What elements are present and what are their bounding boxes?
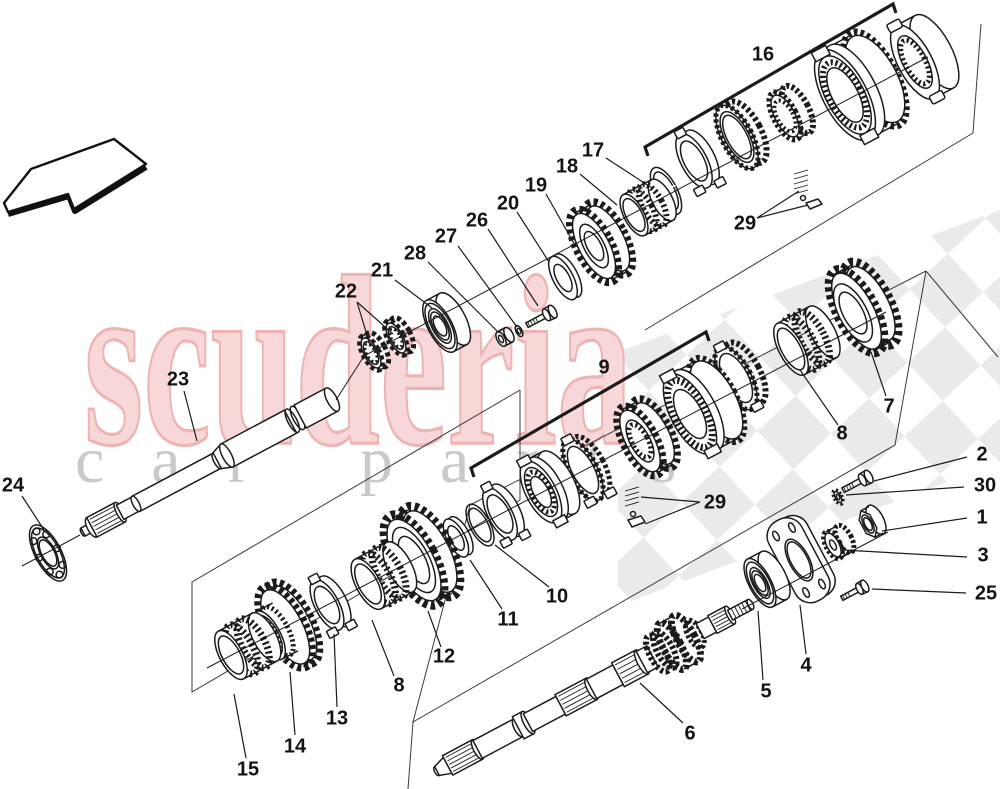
leader-line-20 bbox=[516, 211, 550, 263]
callout-label-29: 29 bbox=[703, 491, 727, 514]
callout-label-6: 6 bbox=[684, 722, 696, 745]
callout-label-12: 12 bbox=[432, 645, 456, 668]
leader-line-7 bbox=[870, 351, 887, 397]
callout-label-2: 2 bbox=[976, 443, 988, 466]
callout-label-19: 19 bbox=[524, 174, 548, 197]
leader-line-8 bbox=[799, 369, 839, 426]
callout-label-28: 28 bbox=[403, 242, 427, 265]
leader-line-8 bbox=[371, 619, 395, 677]
part-30-serrated-washer bbox=[831, 488, 845, 506]
callout-label-29: 29 bbox=[733, 212, 757, 235]
leader-line-29 bbox=[756, 190, 800, 219]
part-8-needle-bearing-right bbox=[772, 305, 841, 376]
part-29-spring-pin-top bbox=[793, 169, 823, 210]
watermark-brand-text: scuderia bbox=[83, 227, 634, 496]
callout-label-15: 15 bbox=[236, 758, 260, 781]
callout-label-1: 1 bbox=[976, 506, 988, 529]
leader-line-22 bbox=[356, 301, 394, 335]
part-3-splined-gear bbox=[821, 522, 857, 562]
callout-label-11: 11 bbox=[497, 608, 519, 631]
callout-bracket bbox=[643, 1, 898, 157]
leader-line-26 bbox=[487, 228, 539, 307]
leader-line-25 bbox=[871, 588, 967, 594]
part-26-bolt bbox=[525, 304, 558, 329]
leader-line-6 bbox=[639, 682, 684, 724]
leader-line-22 bbox=[356, 301, 371, 346]
direction-arrow-icon bbox=[2, 137, 148, 217]
leader-line-27 bbox=[457, 245, 518, 328]
part-hub-drum-mid bbox=[515, 450, 581, 529]
leader-line-17 bbox=[605, 157, 653, 189]
part-22-lock-nut bbox=[382, 315, 417, 358]
leader-line-3 bbox=[842, 549, 968, 558]
callout-label-24: 24 bbox=[1, 474, 25, 497]
leader-line-11 bbox=[469, 559, 503, 610]
part-18-needle-bearing bbox=[619, 178, 677, 237]
leader-line-2 bbox=[873, 456, 968, 482]
callout-label-9: 9 bbox=[598, 356, 610, 379]
callout-label-17: 17 bbox=[581, 139, 605, 162]
callout-label-3: 3 bbox=[977, 544, 989, 567]
callout-label-14: 14 bbox=[283, 735, 307, 758]
leader-line-15 bbox=[233, 693, 247, 759]
callout-bracket bbox=[469, 329, 711, 478]
leader-line-13 bbox=[333, 633, 338, 708]
callout-label-18: 18 bbox=[555, 155, 579, 178]
callout-label-21: 21 bbox=[370, 259, 394, 282]
part-29-spring-pin-mid bbox=[624, 486, 646, 528]
part-28-cap bbox=[495, 326, 515, 348]
part-synchro-hub-mid bbox=[658, 354, 748, 460]
part-2-bolt bbox=[841, 469, 874, 494]
callout-label-8: 8 bbox=[836, 422, 848, 445]
callout-label-23: 23 bbox=[166, 368, 190, 391]
leader-line-10 bbox=[494, 544, 550, 588]
leader-line-19 bbox=[545, 193, 577, 248]
callout-label-27: 27 bbox=[434, 225, 458, 248]
part-21-bearing bbox=[421, 291, 472, 353]
part-25-bolt bbox=[839, 579, 870, 602]
leader-line-29 bbox=[644, 501, 701, 525]
callout-label-20: 20 bbox=[496, 192, 520, 215]
leader-line-21 bbox=[394, 279, 433, 309]
leader-line-29 bbox=[640, 496, 701, 503]
leader-line-4 bbox=[799, 604, 807, 655]
checker-band bbox=[618, 210, 1000, 606]
part-synchro-ring-mid-right bbox=[712, 339, 769, 413]
callout-label-10: 10 bbox=[545, 585, 569, 608]
leader-line-23 bbox=[183, 390, 198, 442]
callout-label-4: 4 bbox=[800, 654, 812, 677]
leader-line-28 bbox=[427, 261, 500, 334]
leader-line-12 bbox=[427, 610, 442, 648]
part-hub-gear-top bbox=[766, 82, 816, 143]
callout-label-7: 7 bbox=[883, 395, 895, 418]
leader-line-30 bbox=[845, 486, 965, 496]
leader-line-29 bbox=[756, 204, 809, 219]
leader-line-5 bbox=[757, 610, 764, 681]
callout-label-22: 22 bbox=[334, 280, 358, 303]
leader-line-24 bbox=[21, 495, 45, 531]
part-lug-ring-top bbox=[673, 126, 727, 198]
callout-label-25: 25 bbox=[974, 582, 998, 605]
part-1-nut bbox=[858, 504, 887, 538]
part-synchro-hub-top bbox=[810, 28, 910, 146]
part-23-secondary-shaft bbox=[79, 387, 341, 538]
callout-label-8: 8 bbox=[393, 674, 405, 697]
callout-label-13: 13 bbox=[325, 707, 349, 730]
leader-line-18 bbox=[579, 173, 618, 206]
leader-line-14 bbox=[289, 671, 296, 736]
leader-line-1 bbox=[881, 517, 968, 532]
callout-label-16: 16 bbox=[751, 43, 775, 66]
callout-label-5: 5 bbox=[760, 680, 772, 703]
center-axis-lines bbox=[21, 56, 929, 669]
part-6-main-shaft bbox=[433, 598, 755, 777]
callout-label-30: 30 bbox=[973, 474, 997, 497]
part-24-ball-bearing bbox=[28, 524, 68, 582]
part-sliding-sleeve-top bbox=[886, 13, 960, 105]
callout-label-26: 26 bbox=[465, 209, 489, 232]
